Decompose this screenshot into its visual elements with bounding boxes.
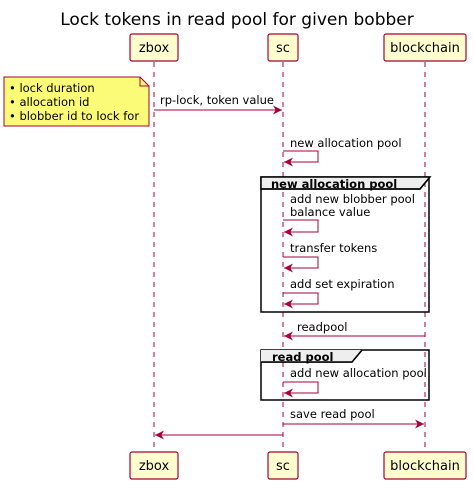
- diagram-title: Lock tokens in read pool for given bobbe…: [60, 10, 414, 30]
- message-arrow-add-set-expiration: [283, 292, 319, 309]
- message-label-add-new-allocation-pool: add new allocation pool: [290, 366, 427, 380]
- message-label-add-new-blobber-pool: add new blobber pool: [290, 192, 415, 206]
- message-label-new-allocation-pool: new allocation pool: [290, 136, 402, 150]
- participant-blockchain-top: blockchain: [383, 33, 467, 62]
- frame-new-allocation-pool: new allocation pool: [260, 176, 432, 313]
- participant-zbox-top: zbox: [129, 33, 179, 62]
- participant-sc-bottom: sc: [267, 451, 299, 480]
- participant-blockchain-label: blockchain: [390, 459, 460, 474]
- participant-sc-top: sc: [267, 33, 299, 62]
- message-arrow-transfer-tokens: [283, 256, 319, 273]
- frame-title-new-allocation-pool: new allocation pool: [271, 177, 397, 191]
- message-arrow-add-new-allocation-pool: [283, 381, 319, 398]
- participant-blockchain-bottom: blockchain: [383, 451, 467, 480]
- participant-blockchain-label: blockchain: [390, 41, 460, 56]
- message-label-rp-lock: rp-lock, token value: [160, 93, 274, 107]
- participant-zbox-label: zbox: [139, 459, 170, 474]
- message-label-readpool: readpool: [297, 320, 347, 334]
- message-arrow-new-allocation-pool: [283, 150, 319, 167]
- frame-title-read-pool: read pool: [272, 350, 333, 364]
- note: • lock duration • allocation id • blobbe…: [3, 76, 150, 127]
- note-item: • allocation id: [9, 95, 89, 109]
- frame-read-pool: read pool: [260, 349, 430, 401]
- note-item: • lock duration: [9, 81, 95, 95]
- participant-zbox-bottom: zbox: [129, 451, 179, 480]
- participant-sc-label: sc: [276, 459, 290, 474]
- message-arrow-add-new-blobber-pool: [283, 219, 319, 237]
- participant-zbox-label: zbox: [139, 41, 170, 56]
- message-label-balance-value: balance value: [290, 205, 370, 219]
- message-label-save-read-pool: save read pool: [290, 407, 375, 421]
- message-label-transfer-tokens: transfer tokens: [290, 241, 377, 255]
- note-item: • blobber id to lock for: [9, 109, 139, 123]
- message-label-add-set-expiration: add set expiration: [290, 277, 395, 291]
- participant-sc-label: sc: [276, 41, 290, 56]
